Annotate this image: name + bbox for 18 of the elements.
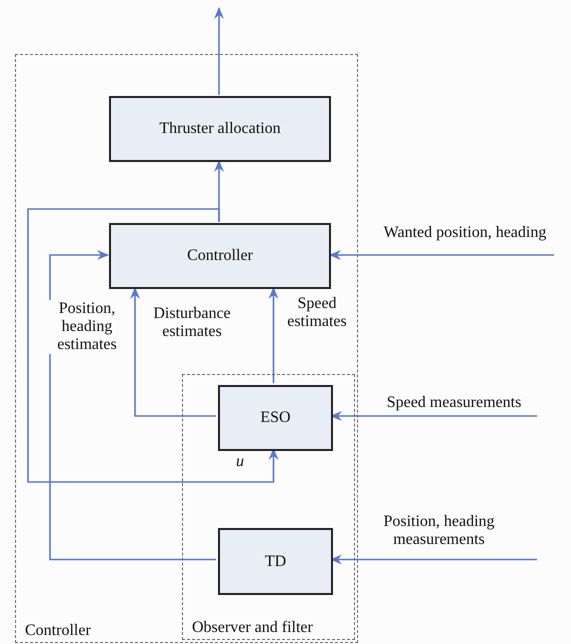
dashed-group-frame [182,374,355,640]
process-box [218,385,333,451]
box-label: ESO [260,408,291,428]
arrow [130,287,216,417]
arrow [27,208,278,483]
group-label: Controller [25,621,91,641]
box-label: Controller [187,246,253,266]
process-box [109,96,331,162]
process-box [109,223,331,289]
group-label: Observer and filter [192,618,313,638]
box-label: Thruster allocation [159,119,281,139]
arrow [268,287,278,383]
box-label: TD [264,552,286,572]
dashed-group-frame [15,54,358,643]
arrow [49,250,216,560]
arrow [329,250,554,260]
arrow [214,7,224,95]
process-box [218,528,333,595]
